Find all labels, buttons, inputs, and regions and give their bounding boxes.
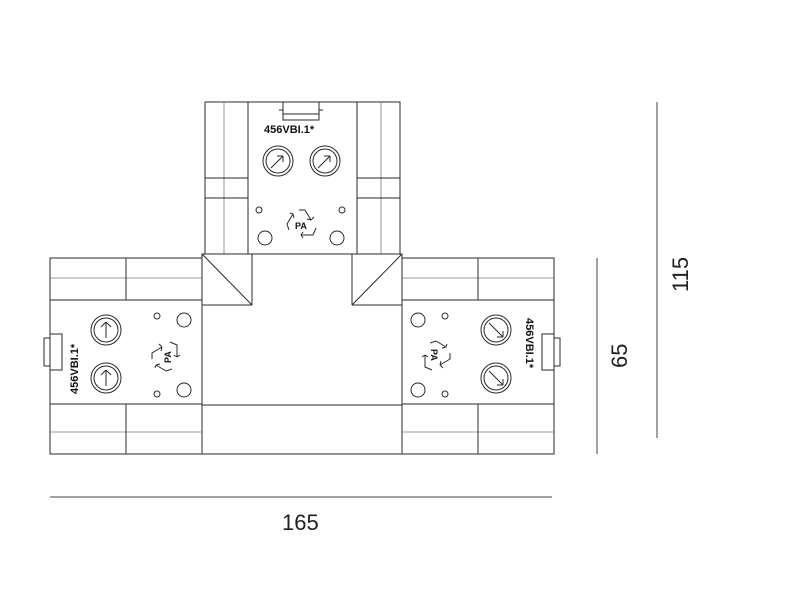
hole-icon [441, 390, 449, 398]
hole-icon [441, 312, 449, 320]
hole-icon [153, 312, 161, 320]
dimension-width: 165 [50, 496, 552, 535]
hole-icon [176, 312, 192, 328]
top-module: 456VBI.1* PA [204, 101, 401, 255]
dimension-total-height: 115 [656, 102, 693, 438]
material-mark-right: PA [429, 349, 439, 361]
hole-icon [153, 390, 161, 398]
hole-icon [257, 230, 273, 246]
material-mark-left: PA [163, 351, 173, 363]
hole-icon [176, 382, 192, 398]
right-module: 456VBI.1* PA [401, 257, 561, 455]
left-module: 456VBI.1* PA [43, 257, 203, 455]
hole-icon [255, 206, 263, 214]
dimension-side-height: 65 [596, 258, 632, 454]
material-mark-top: PA [295, 221, 307, 231]
recycle-icon: PA [151, 341, 181, 372]
part-code-label-left: 456VBI.1* [69, 343, 81, 394]
screw-icon [309, 145, 341, 177]
hole-icon [410, 312, 426, 328]
screw-icon [90, 362, 122, 394]
part-code-label-right: 456VBI.1* [523, 318, 535, 369]
hole-icon [338, 206, 346, 214]
screw-icon [90, 314, 122, 346]
recycle-icon: PA [286, 209, 317, 239]
center-junction [201, 253, 403, 455]
hole-icon [329, 230, 345, 246]
screw-icon [480, 314, 512, 346]
dimension-side-height-label: 65 [607, 344, 632, 368]
dimension-total-height-label: 115 [668, 257, 693, 292]
dimension-width-label: 165 [282, 510, 319, 535]
recycle-icon: PA [421, 340, 451, 371]
screw-icon [480, 362, 512, 394]
hole-icon [410, 382, 426, 398]
part-code-label-top: 456VBI.1* [264, 124, 315, 136]
screw-icon [262, 145, 294, 177]
